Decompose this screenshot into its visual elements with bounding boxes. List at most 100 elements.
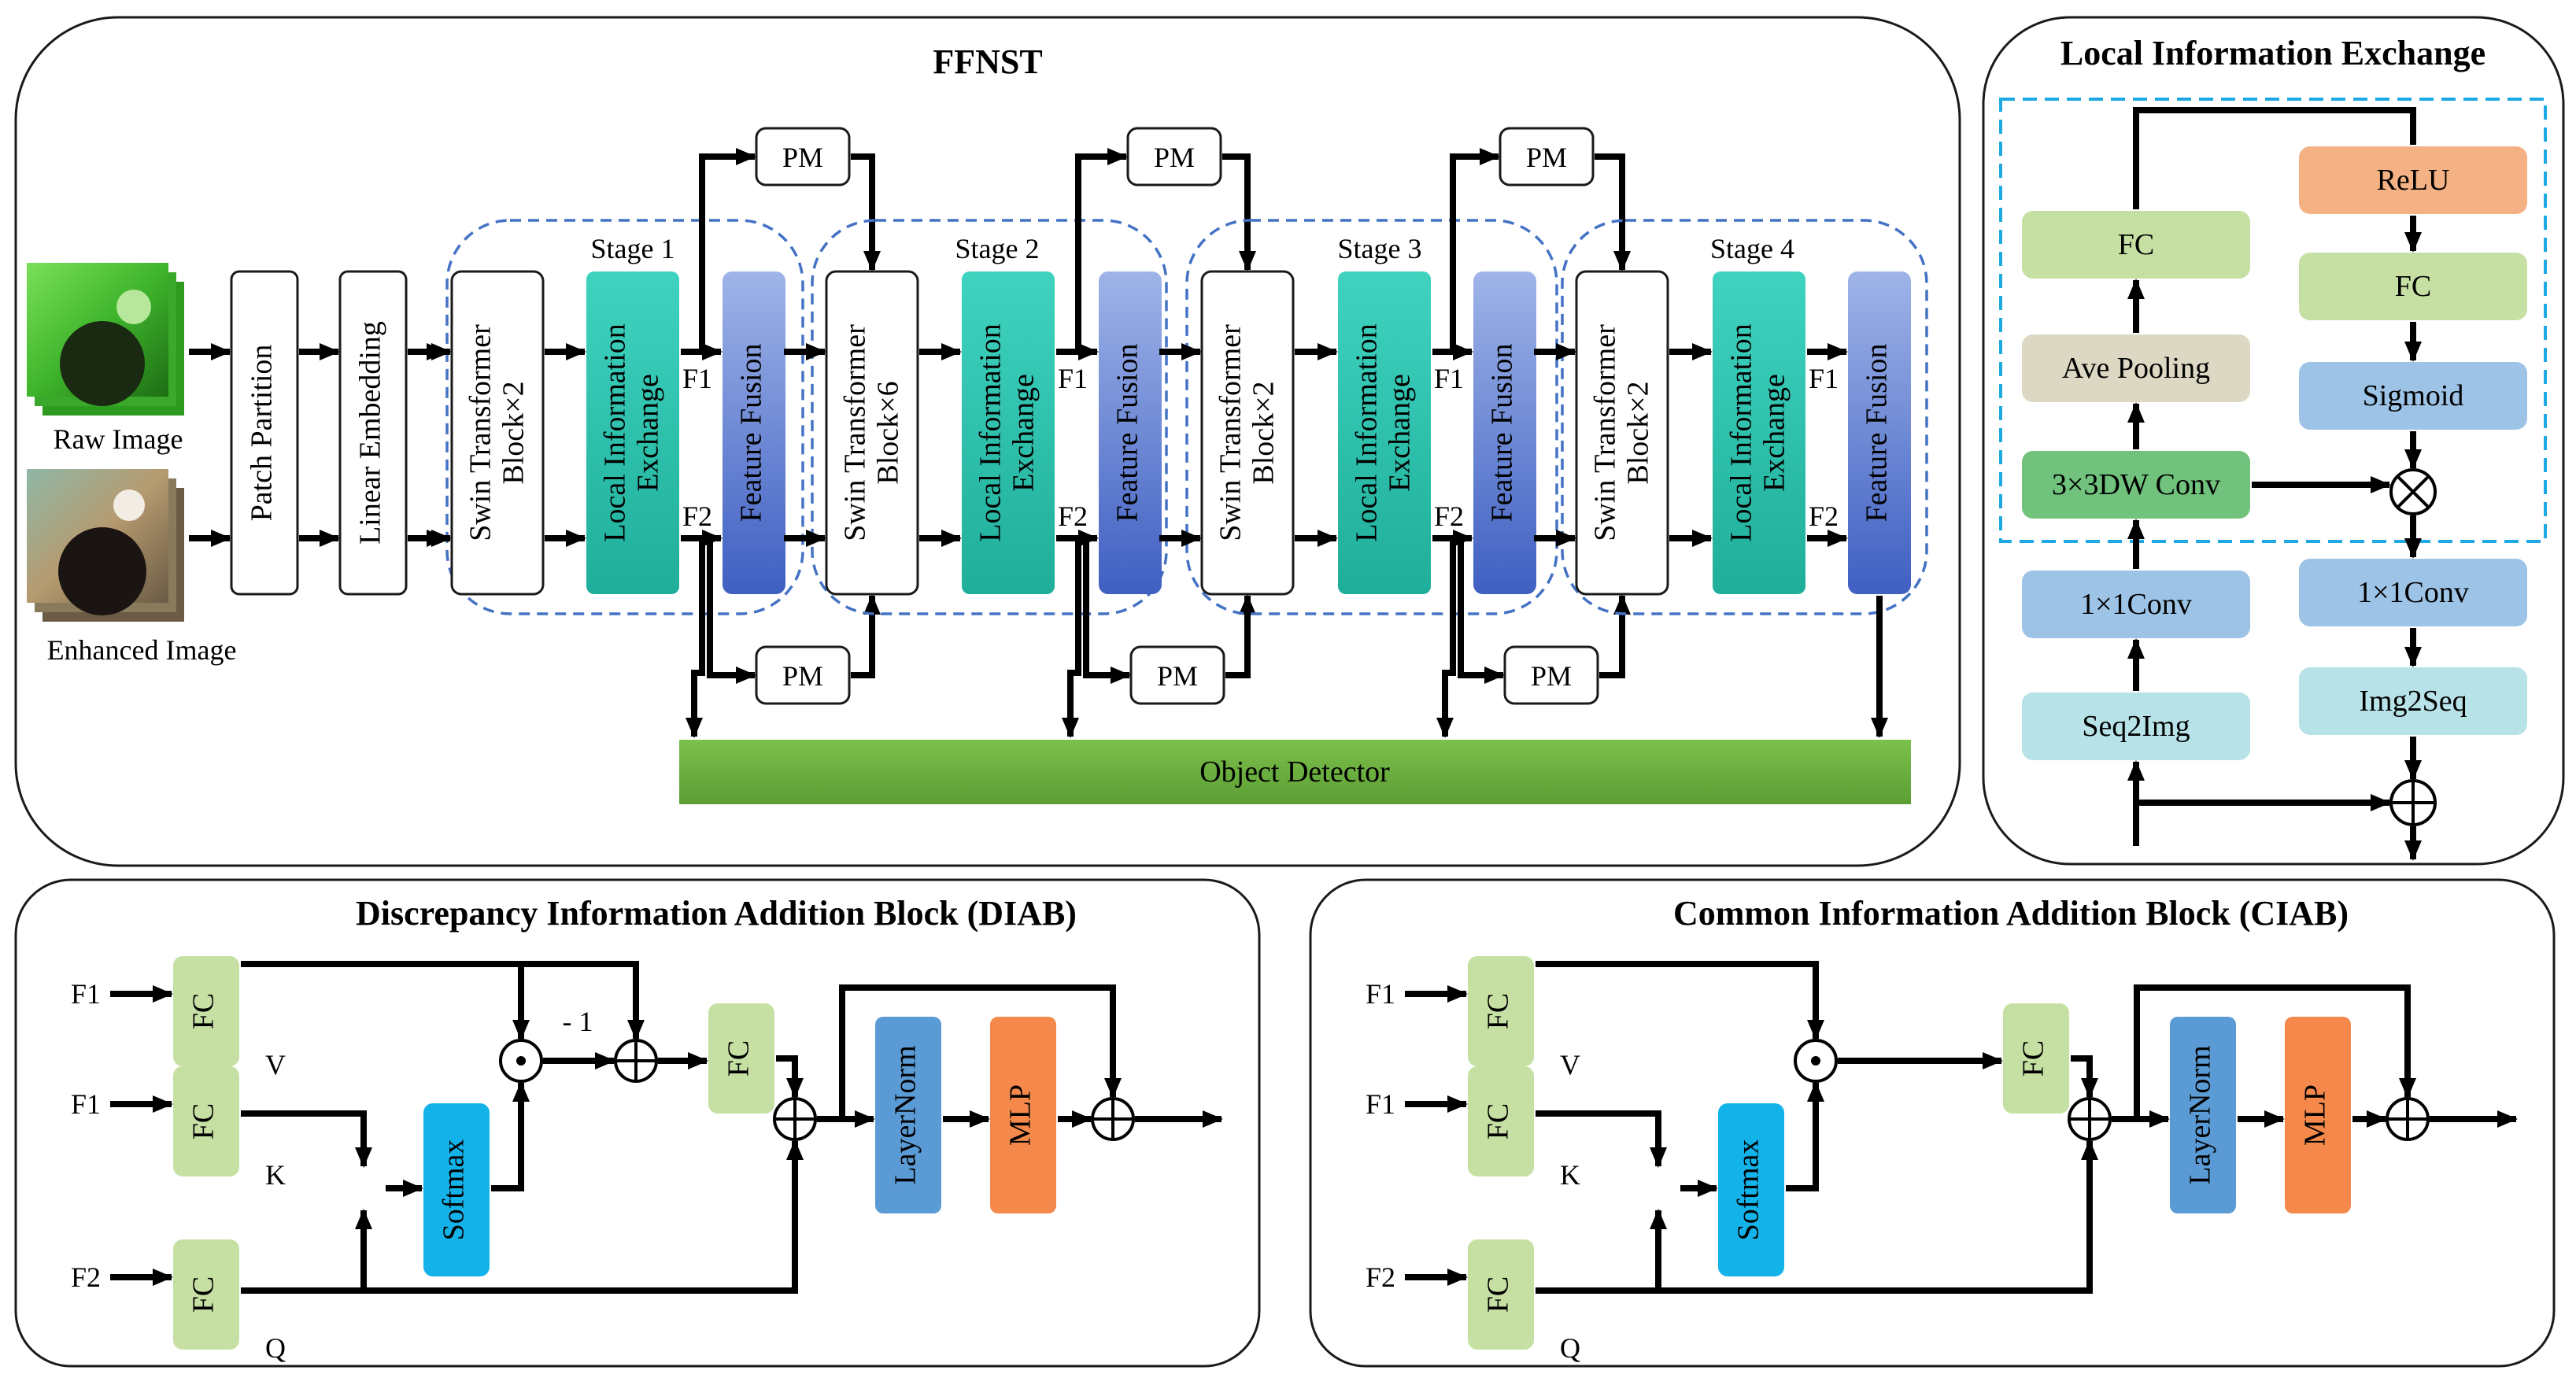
lie-fc-left-box	[2022, 211, 2250, 279]
stage-1-lie-box	[586, 271, 679, 594]
lie-dwconv-label: 3×3DW Conv	[2052, 468, 2220, 501]
ciab-v-to-dot	[1536, 961, 1824, 1040]
diab-fc2-to-add	[776, 1055, 804, 1099]
ciab-dot-op	[1794, 1039, 1838, 1083]
diab-fc-k-box	[173, 1066, 239, 1176]
stage-3-f1-label: F1	[1434, 363, 1464, 394]
diab-fc-v-label: FC	[187, 993, 220, 1029]
lie-dashed-region	[1999, 98, 2547, 543]
stage-4-feature-fusion-box	[1848, 271, 1911, 594]
stage-3-lie-box	[1338, 271, 1431, 594]
stage-3-f2-label: F2	[1434, 500, 1464, 532]
stage-2-detector-arrow	[1062, 538, 1081, 738]
stage-1-pm-top-box	[755, 127, 851, 187]
stage-2-f2-label: F2	[1058, 500, 1088, 532]
ciab-k-label: K	[1560, 1159, 1580, 1191]
diab-minus-one-label: - 1	[563, 1006, 593, 1037]
stage-1-swin-box	[450, 270, 545, 596]
stage-2-outline	[811, 219, 1168, 615]
diab-softmax-to-dot	[491, 1081, 530, 1191]
stage-2-f1-label: F1	[1058, 363, 1088, 394]
diab-title: Discrepancy Information Addition Block (…	[356, 894, 1077, 933]
stage-2-lie-label-line-2: Exchange	[1007, 374, 1040, 492]
stage-1-f1-label: F1	[682, 363, 712, 394]
ciab-input-2: F1	[1366, 1088, 1395, 1120]
ciab-mlp-box	[2285, 1017, 2351, 1213]
diab-input-3: F2	[71, 1261, 101, 1293]
stage-3-swin-label-line-2: Block×2	[1247, 381, 1281, 484]
stage-1-pm-bottom-box	[755, 645, 851, 705]
ciab-fc-v-box	[1468, 956, 1534, 1066]
ciab-q-to-add	[1536, 1139, 2098, 1294]
stage-3-pm-top-box	[1499, 127, 1595, 187]
stage-3-lie-label-line-1: Local Information	[1351, 323, 1384, 542]
ciab-fc2-to-add	[2071, 1055, 2098, 1099]
stage-2-feature-fusion-box	[1099, 271, 1162, 594]
stage-2-pm-bottom-in	[1083, 538, 1131, 684]
stage-4-swin-label-line-2: Block×2	[1622, 381, 1655, 484]
diab-fc2-label: FC	[723, 1040, 756, 1077]
diab-mlp-label: MLP	[1004, 1084, 1037, 1146]
ciab-residual-skip	[2134, 984, 2416, 1119]
stage-4-label: Stage 4	[1710, 233, 1794, 264]
diab-q-label: Q	[265, 1332, 286, 1364]
diab-layernorm-box	[875, 1017, 941, 1213]
lie-add-op	[2389, 779, 2437, 826]
stage-2-pm-top-out	[1222, 153, 1256, 271]
ffnst-panel: FFNST Raw Image Enhanced Image Patch Par…	[14, 16, 1961, 867]
stage-4-lie-label-line-1: Local Information	[1725, 323, 1758, 542]
stage-1-pm-bottom-in	[707, 538, 756, 684]
lie-fc-right-label: FC	[2395, 270, 2431, 303]
stage-2-swin-box	[825, 270, 919, 596]
diab-layernorm-label: LayerNorm	[889, 1045, 922, 1184]
diab-dot-op-dot	[516, 1056, 526, 1066]
stage-2-lie-label-line-1: Local Information	[974, 323, 1007, 542]
diab-softmax-label: Softmax	[438, 1139, 471, 1241]
stage-3-pm-top-out	[1595, 153, 1631, 271]
stage-1-pm-top-out	[851, 153, 881, 271]
lie-conv1-right-label: 1×1Conv	[2357, 576, 2469, 609]
lie-connections	[2127, 107, 2422, 861]
stage-2-feature-fusion-label: Feature Fusion	[1111, 344, 1144, 523]
linear-embedding-box	[338, 270, 408, 596]
lie-ave-pooling-label: Ave Pooling	[2062, 352, 2210, 385]
stage-4-f1-label: F1	[1809, 363, 1839, 394]
ciab-panel: Common Information Addition Block (CIAB)…	[1309, 878, 2556, 1368]
stage-4-f2-label: F2	[1809, 500, 1839, 532]
diab-k-to-mul	[241, 1110, 372, 1168]
ciab-input-1: F1	[1366, 978, 1395, 1010]
lie-dwconv-box	[2022, 451, 2250, 519]
ciab-mlp-label: MLP	[2299, 1084, 2332, 1146]
ciab-fc-k-label: FC	[1482, 1103, 1515, 1139]
stage-1-feature-fusion-box	[723, 271, 785, 594]
diab-sub-op	[614, 1039, 658, 1083]
stage-3-feature-fusion-box	[1473, 271, 1536, 594]
linear-embedding-label: Linear Embedding	[354, 321, 387, 545]
ciab-final-add-op	[2386, 1097, 2430, 1141]
lie-multiply-op	[2389, 468, 2437, 515]
stage-2-pm-bottom-out	[1225, 594, 1256, 678]
stage-4-swin-label-line-1: Swin Transformer	[1589, 324, 1622, 541]
diab-fc-q-box	[173, 1239, 239, 1350]
diab-fc2-box	[708, 1003, 774, 1114]
stage-1-pm-top-in	[699, 148, 756, 352]
stage-2-swin-label-line-2: Block×6	[872, 381, 905, 484]
lie-relu-box	[2299, 146, 2527, 214]
ciab-fc-q-label: FC	[1482, 1276, 1515, 1313]
diab-dot-op	[499, 1039, 543, 1083]
stage-2-pm-bottom-box	[1129, 645, 1225, 705]
lie-seq2img-label: Seq2Img	[2082, 710, 2190, 743]
stage-1-pm-bottom-out	[851, 594, 881, 678]
stage-2-lie-box	[962, 271, 1055, 594]
stage-2-swin-label-line-1: Swin Transformer	[839, 324, 872, 541]
stage-2-pm-bottom-label: PM	[1157, 660, 1198, 692]
ciab-v-label: V	[1560, 1049, 1580, 1080]
stage-3-label: Stage 3	[1338, 233, 1422, 264]
stage-1-label: Stage 1	[591, 233, 675, 264]
stage-2-pm-top-label: PM	[1154, 142, 1195, 173]
stage-3-pm-bottom-box	[1503, 645, 1599, 705]
raw-image-label: Raw Image	[54, 423, 183, 455]
stage-1-f2-label: F2	[682, 500, 712, 532]
